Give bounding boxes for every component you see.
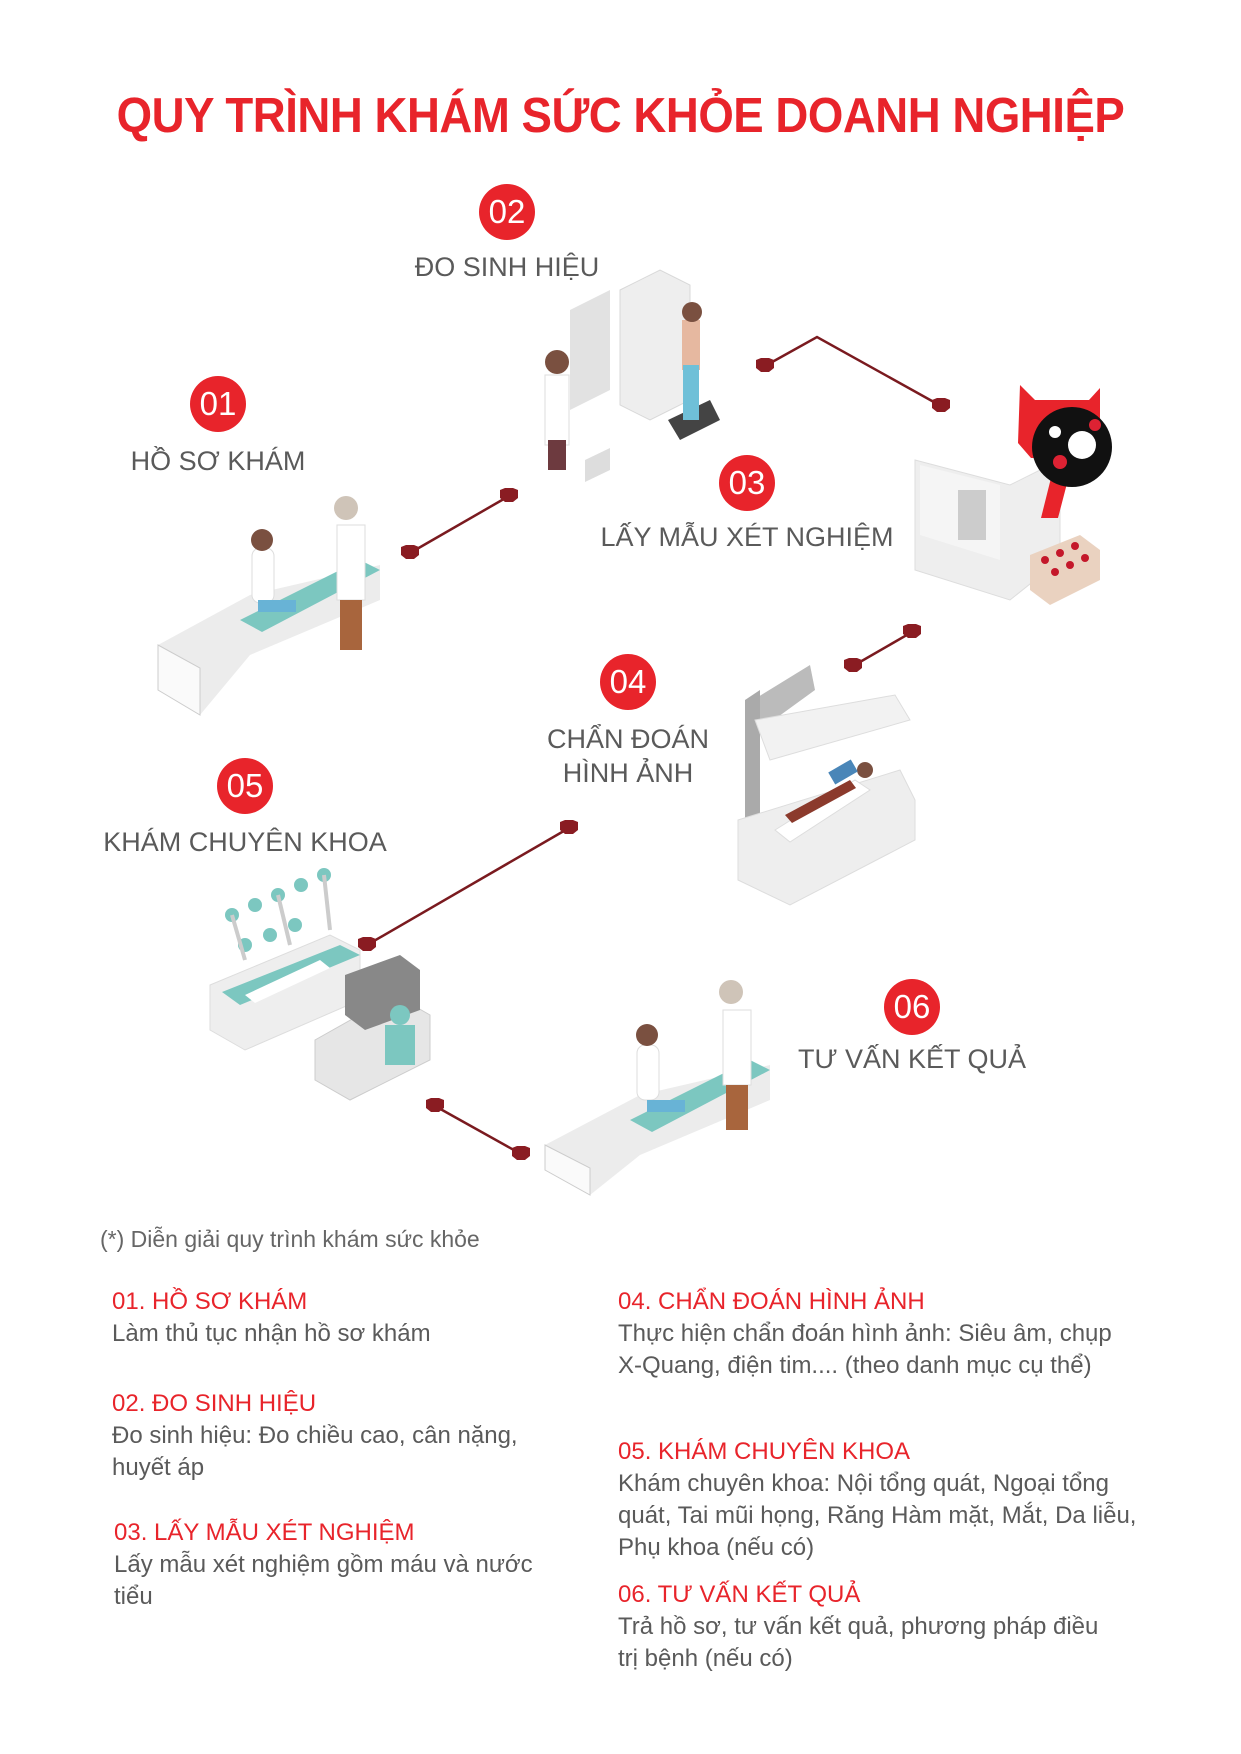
detail-heading: 03. LẤY MẪU XÉT NGHIỆM xyxy=(114,1519,415,1546)
imaging-illustration xyxy=(737,665,916,906)
consultation-illustration xyxy=(544,980,770,1196)
step-label-01: HỒ SƠ KHÁM xyxy=(130,446,306,476)
step-badge-03: 03 xyxy=(719,455,775,511)
detail-text: Khám chuyên khoa: Nội tổng quát, Ngoại t… xyxy=(618,1470,1137,1561)
detail-05: 05. KHÁM CHUYÊN KHOA Khám chuyên khoa: N… xyxy=(618,1436,1138,1564)
detail-text: Làm thủ tục nhận hồ sơ khám xyxy=(112,1320,431,1347)
detail-04: 04. CHẨN ĐOÁN HÌNH ẢNH Thực hiện chẩn đo… xyxy=(618,1286,1118,1382)
step-badge-01: 01 xyxy=(190,376,246,432)
connector-05-06 xyxy=(434,1104,522,1156)
step-badge-02: 02 xyxy=(479,184,535,240)
detail-heading: 04. CHẨN ĐOÁN HÌNH ẢNH xyxy=(618,1288,925,1315)
detail-text: Thực hiện chẩn đoán hình ảnh: Siêu âm, c… xyxy=(618,1320,1112,1379)
connector-03-04 xyxy=(852,630,913,668)
connector-lines xyxy=(366,335,942,1156)
detail-text: Lấy mẫu xét nghiệm gồm máu và nước tiểu xyxy=(114,1551,533,1610)
detail-text: Đo sinh hiệu: Đo chiều cao, cân nặng, hu… xyxy=(112,1422,518,1481)
footnote: (*) Diễn giải quy trình khám sức khỏe xyxy=(100,1226,480,1252)
detail-06: 06. TƯ VẤN KẾT QUẢ Trả hồ sơ, tư vấn kết… xyxy=(618,1579,1118,1675)
detail-03: 03. LẤY MẪU XÉT NGHIỆM Lấy mẫu xét nghiệ… xyxy=(114,1517,564,1613)
step-label-04-line2: HÌNH ẢNH xyxy=(562,758,694,788)
step-label-05: KHÁM CHUYÊN KHOA xyxy=(103,827,387,857)
step-badge-06: 06 xyxy=(884,979,940,1035)
specialist-illustration xyxy=(209,868,431,1101)
step-badge-04: 04 xyxy=(600,654,656,710)
step-label-02: ĐO SINH HIỆU xyxy=(414,252,600,282)
page-title: QUY TRÌNH KHÁM SỨC KHỎE DOANH NGHIỆP xyxy=(116,89,1125,143)
step-badge-05: 05 xyxy=(217,758,273,814)
vitals-illustration xyxy=(544,269,720,482)
lab-illustration xyxy=(914,385,1112,605)
reception-illustration xyxy=(157,496,380,716)
connector-01-02 xyxy=(409,494,510,555)
detail-heading: 02. ĐO SINH HIỆU xyxy=(112,1390,317,1417)
detail-02: 02. ĐO SINH HIỆU Đo sinh hiệu: Đo chiều … xyxy=(112,1388,582,1484)
step-label-06: TƯ VẤN KẾT QUẢ xyxy=(797,1044,1027,1074)
detail-text: Trả hồ sơ, tư vấn kết quả, phương pháp đ… xyxy=(618,1613,1099,1672)
detail-heading: 06. TƯ VẤN KẾT QUẢ xyxy=(618,1581,861,1608)
detail-heading: 05. KHÁM CHUYÊN KHOA xyxy=(618,1438,911,1465)
step-label-03: LẤY MẪU XÉT NGHIỆM xyxy=(600,522,894,552)
connector-02-03 xyxy=(764,335,942,408)
connector-04-05 xyxy=(366,826,570,947)
step-label-04-line1: CHẨN ĐOÁN xyxy=(546,724,710,754)
detail-heading: 01. HỒ SƠ KHÁM xyxy=(112,1288,308,1315)
detail-01: 01. HỒ SƠ KHÁM Làm thủ tục nhận hồ sơ kh… xyxy=(112,1286,572,1350)
step-label-04: CHẨN ĐOÁN HÌNH ẢNH xyxy=(547,722,709,790)
